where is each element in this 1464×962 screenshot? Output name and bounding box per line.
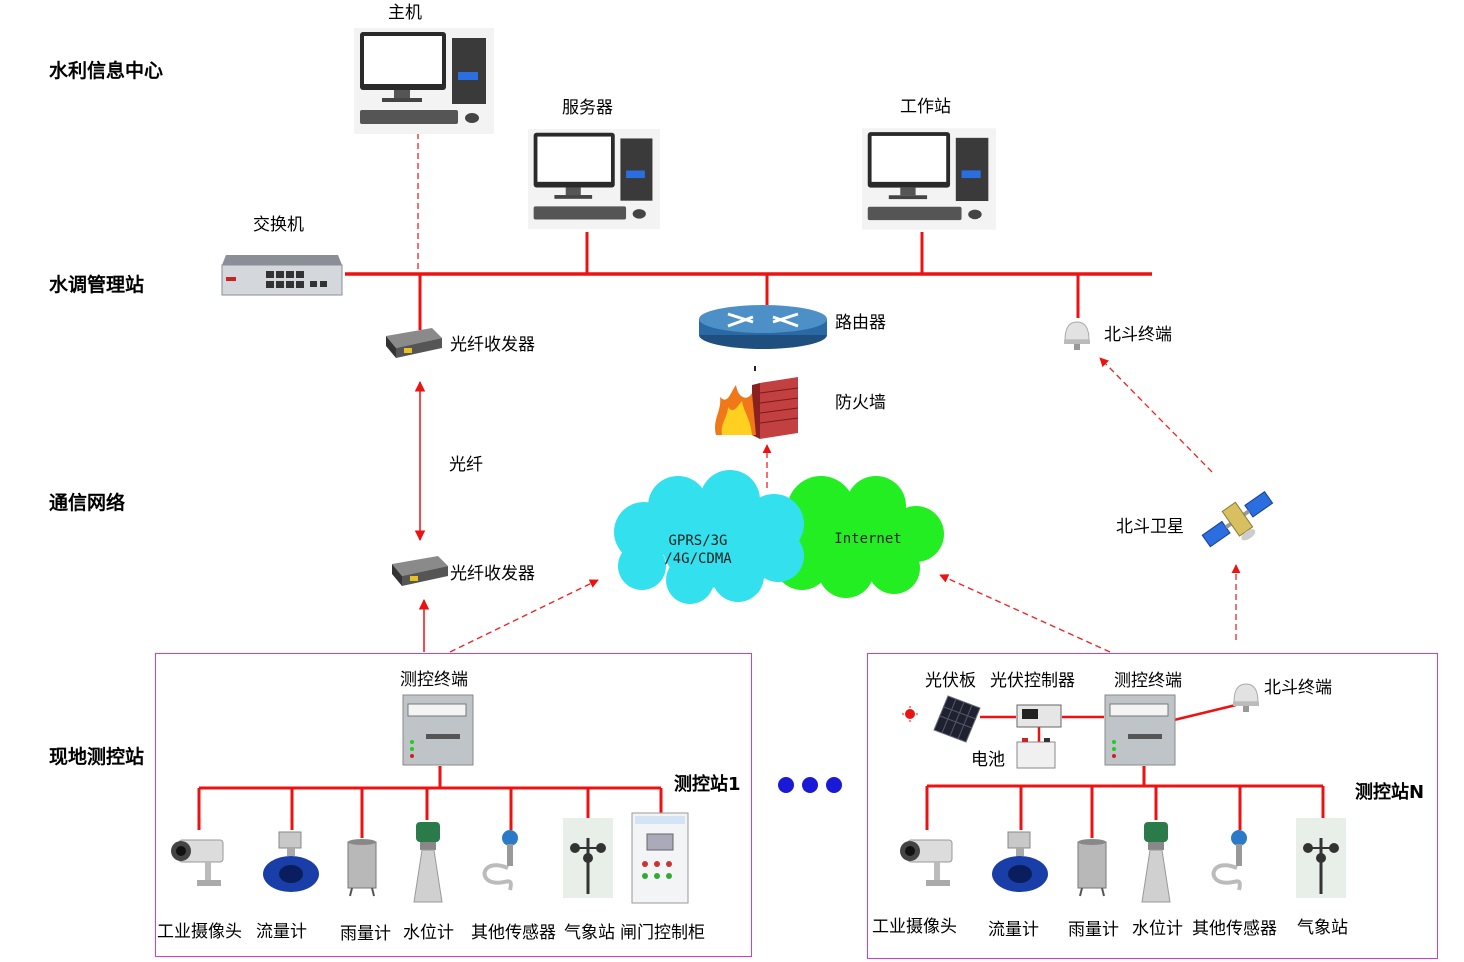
router-icon [699, 305, 827, 349]
layer-info-center: 水利信息中心 [49, 60, 164, 82]
station1-device-3: 水位计 [403, 923, 454, 943]
layer-management: 水调管理站 [49, 274, 145, 296]
layer-field: 现地测控站 [49, 746, 145, 768]
ellipsis-dot [802, 777, 818, 793]
satellite-icon [1201, 490, 1274, 548]
network-clouds [614, 470, 944, 604]
battery-icon [1016, 738, 1056, 769]
mobile-cloud [614, 470, 804, 604]
rain-gauge-icon [347, 839, 377, 897]
fiber-label: 光纤 [449, 455, 483, 475]
gate-cabinet-icon [631, 812, 689, 904]
station1-device-0: 工业摄像头 [157, 922, 242, 942]
ellipsis-dot [826, 777, 842, 793]
stationN-drops [925, 786, 1325, 838]
host-label: 主机 [388, 3, 422, 23]
station1-device-1: 流量计 [256, 922, 307, 942]
stationN-device-1: 流量计 [988, 920, 1039, 940]
cloud-mobile-line2: /4G/CDMA [664, 551, 732, 568]
server-computer-icon [528, 129, 660, 229]
stationN-device-4: 其他传感器 [1192, 919, 1277, 939]
stationN-terminal-label: 测控终端 [1114, 671, 1182, 691]
weather-station-icon [563, 818, 613, 898]
stationN-beidou-label: 北斗终端 [1264, 678, 1332, 698]
firewall-icon [715, 377, 799, 439]
transceiver-bottom-label: 光纤收发器 [450, 564, 535, 584]
camera-icon [900, 839, 953, 886]
workstation-computer-icon [862, 128, 996, 230]
rain-gauge-icon [1077, 839, 1107, 897]
satellite-to-beidou [1099, 357, 1213, 473]
battery-label: 电池 [971, 750, 1005, 770]
cloud-mobile-line1: GPRS/3G [668, 533, 728, 549]
station1-device-2: 雨量计 [340, 924, 391, 944]
solar-panel-icon [933, 695, 981, 743]
ellipsis-dot [778, 777, 794, 793]
stationN-device-5: 气象站 [1297, 918, 1348, 938]
layer-network: 通信网络 [49, 492, 126, 514]
flow-meter-icon [263, 831, 319, 892]
station1-device-6: 闸门控制柜 [620, 923, 705, 943]
camera-icon [171, 839, 224, 886]
switch-icon [221, 255, 343, 296]
station1-box [155, 653, 752, 957]
fiber-transceiver-top-icon [386, 328, 442, 358]
other-sensor-icon [482, 830, 518, 891]
stationN-device-2: 雨量计 [1068, 920, 1119, 940]
transceiver-top-label: 光纤收发器 [450, 335, 535, 355]
solar-controller-icon [1016, 704, 1062, 728]
station1-terminal-label: 测控终端 [400, 670, 468, 690]
satellite-label: 北斗卫星 [1116, 517, 1184, 537]
stationN-terminal-icon [1104, 694, 1176, 766]
stationN-device-0: 工业摄像头 [872, 917, 957, 937]
water-level-meter-icon [413, 822, 443, 903]
sun-icon [902, 706, 918, 722]
beidou-terminal-top-icon [1064, 321, 1090, 350]
fiber-transceiver-bottom-icon [392, 556, 448, 586]
stationN-box [867, 653, 1438, 959]
cloud-internet-text: Internet [834, 531, 902, 547]
cloud-mobile-text: GPRS/3G /4G/CDMA [648, 532, 748, 568]
station1-name: 测控站1 [674, 774, 741, 795]
station1-to-cloud [449, 579, 599, 653]
host-computer-icon [354, 28, 494, 134]
workstation-label: 工作站 [900, 97, 951, 117]
switch-label: 交换机 [253, 215, 304, 235]
station1-device-5: 气象站 [564, 923, 615, 943]
station1-device-4: 其他传感器 [471, 923, 556, 943]
stationN-beidou-icon [1233, 683, 1259, 712]
stationN-name: 测控站N [1355, 782, 1425, 803]
stationN-device-3: 水位计 [1132, 919, 1183, 939]
weather-station-icon [1296, 818, 1346, 898]
water-level-meter-icon [1141, 822, 1171, 903]
router-label: 路由器 [835, 313, 886, 333]
stationN-to-cloud [939, 574, 1111, 653]
other-sensor-icon [1211, 830, 1247, 891]
flow-meter-icon [992, 831, 1048, 892]
station1-drops [197, 788, 663, 838]
station1-terminal-icon [402, 694, 474, 766]
beidou-terminal-top-label: 北斗终端 [1104, 325, 1172, 345]
solar-panel-label: 光伏板 [925, 671, 976, 691]
server-label: 服务器 [562, 98, 613, 118]
solar-controller-label: 光伏控制器 [990, 671, 1075, 691]
firewall-label: 防火墙 [835, 393, 886, 413]
